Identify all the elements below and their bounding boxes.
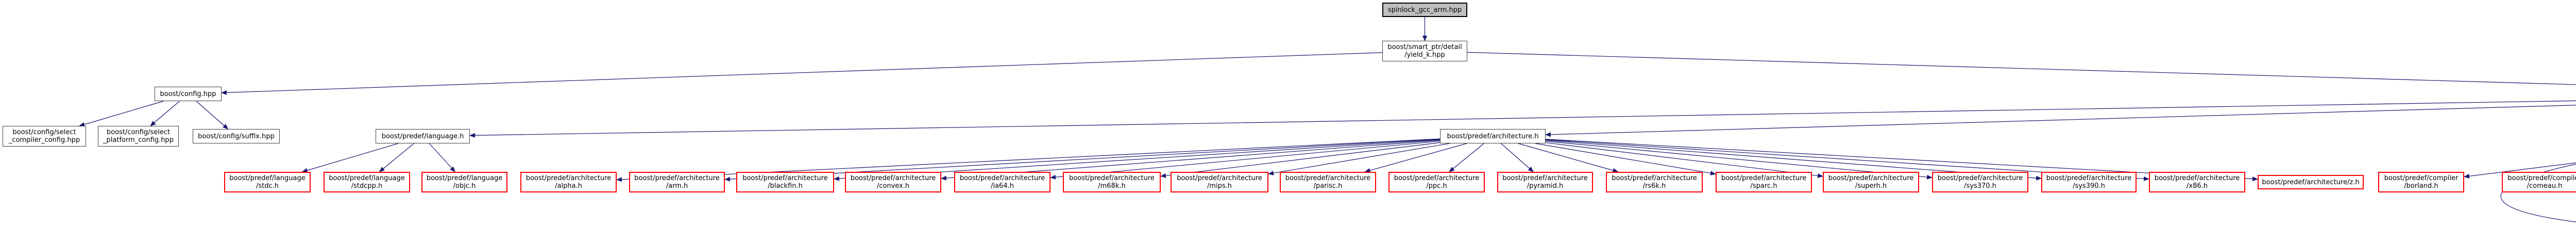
edge-predef-to-architecture bbox=[1545, 105, 2576, 137]
edge-architecture-to-m68k bbox=[1160, 142, 1440, 178]
graph-node-comeau[interactable]: boost/predef/compiler /comeau.h bbox=[2502, 172, 2576, 192]
graph-node-config[interactable]: boost/config.hpp bbox=[155, 87, 222, 101]
edge-architecture-to-sparc bbox=[1535, 143, 1716, 175]
edge-yield-to-config bbox=[221, 52, 1383, 95]
edge-architecture-to-pyramid bbox=[1501, 143, 1534, 172]
graph-node-yield[interactable]: boost/smart_ptr/detail /yield_k.hpp bbox=[1382, 41, 1467, 61]
graph-node-selcomp[interactable]: boost/config/select _compiler_config.hpp bbox=[3, 126, 86, 147]
edge-predef-to-language bbox=[469, 100, 2576, 138]
edge-architecture-to-superh bbox=[1545, 142, 1823, 178]
graph-node-root[interactable]: spinlock_gcc_arm.hpp bbox=[1382, 3, 1467, 17]
edge-language-to-stdcpp bbox=[379, 143, 414, 172]
graph-node-parisc[interactable]: boost/predef/architecture /parisc.h bbox=[1280, 172, 1376, 192]
edge-config-to-selplat bbox=[150, 101, 180, 126]
graph-node-z[interactable]: boost/predef/architecture/z.h bbox=[2258, 175, 2364, 189]
graph-node-x86[interactable]: boost/predef/architecture /x86.h bbox=[2149, 172, 2245, 192]
graph-node-m68k[interactable]: boost/predef/architecture /m68k.h bbox=[1063, 172, 1161, 192]
graph-node-alpha[interactable]: boost/predef/architecture /alpha.h bbox=[520, 172, 617, 192]
edge-architecture-to-arm bbox=[724, 139, 1440, 182]
graph-node-objc[interactable]: boost/predef/language /objc.h bbox=[421, 172, 507, 192]
edge-config-to-selcomp bbox=[79, 101, 164, 127]
edge-compiler-to-clang bbox=[2500, 164, 2576, 222]
edge-compiler-to-borland bbox=[2464, 162, 2576, 179]
edge-language-to-stdc bbox=[301, 143, 399, 173]
graph-node-sys390[interactable]: boost/predef/architecture /sys390.h bbox=[2041, 172, 2137, 192]
graph-node-superh[interactable]: boost/predef/architecture /superh.h bbox=[1823, 172, 1919, 192]
graph-node-suffix[interactable]: boost/config/suffix.hpp bbox=[193, 129, 280, 143]
graph-node-borland[interactable]: boost/predef/compiler /borland.h bbox=[2378, 172, 2464, 192]
graph-node-ia64[interactable]: boost/predef/architecture /ia64.h bbox=[954, 172, 1050, 192]
graph-node-convex[interactable]: boost/predef/architecture /convex.h bbox=[845, 172, 941, 192]
graph-node-arm[interactable]: boost/predef/architecture /arm.h bbox=[629, 172, 725, 192]
graph-node-sparc[interactable]: boost/predef/architecture /sparc.h bbox=[1716, 172, 1812, 192]
edge-config-to-suffix bbox=[196, 101, 229, 130]
edge-architecture-to-ia64 bbox=[1050, 140, 1440, 180]
graph-node-blackfin[interactable]: boost/predef/architecture /blackfin.h bbox=[736, 172, 834, 192]
edge-architecture-to-parisc bbox=[1364, 143, 1467, 173]
graph-node-language[interactable]: boost/predef/language.h bbox=[376, 129, 470, 143]
graph-node-pyramid[interactable]: boost/predef/architecture /pyramid.h bbox=[1497, 172, 1593, 192]
edge-architecture-to-ppc bbox=[1449, 143, 1484, 172]
edge-language-to-objc bbox=[429, 143, 455, 172]
edge-architecture-to-sys370 bbox=[1545, 141, 1933, 180]
edge-architecture-to-z bbox=[1545, 139, 2258, 182]
graph-node-stdc[interactable]: boost/predef/language /stdc.h bbox=[224, 172, 311, 192]
graph-node-sys370[interactable]: boost/predef/architecture /sys370.h bbox=[1932, 172, 2028, 192]
graph-node-ppc[interactable]: boost/predef/architecture /ppc.h bbox=[1388, 172, 1485, 192]
graph-node-selplat[interactable]: boost/config/select _platform_config.hpp bbox=[98, 126, 179, 147]
graph-node-rs6k[interactable]: boost/predef/architecture /rs6k.h bbox=[1606, 172, 1703, 192]
edge-architecture-to-rs6k bbox=[1518, 143, 1619, 173]
graph-node-stdcpp[interactable]: boost/predef/language /stdcpp.h bbox=[324, 172, 410, 192]
graph-node-architecture[interactable]: boost/predef/architecture.h bbox=[1440, 129, 1546, 143]
edge-yield-to-predef bbox=[1467, 52, 2576, 85]
edge-architecture-to-mips bbox=[1268, 143, 1450, 175]
graph-node-mips[interactable]: boost/predef/architecture /mips.h bbox=[1171, 172, 1268, 192]
